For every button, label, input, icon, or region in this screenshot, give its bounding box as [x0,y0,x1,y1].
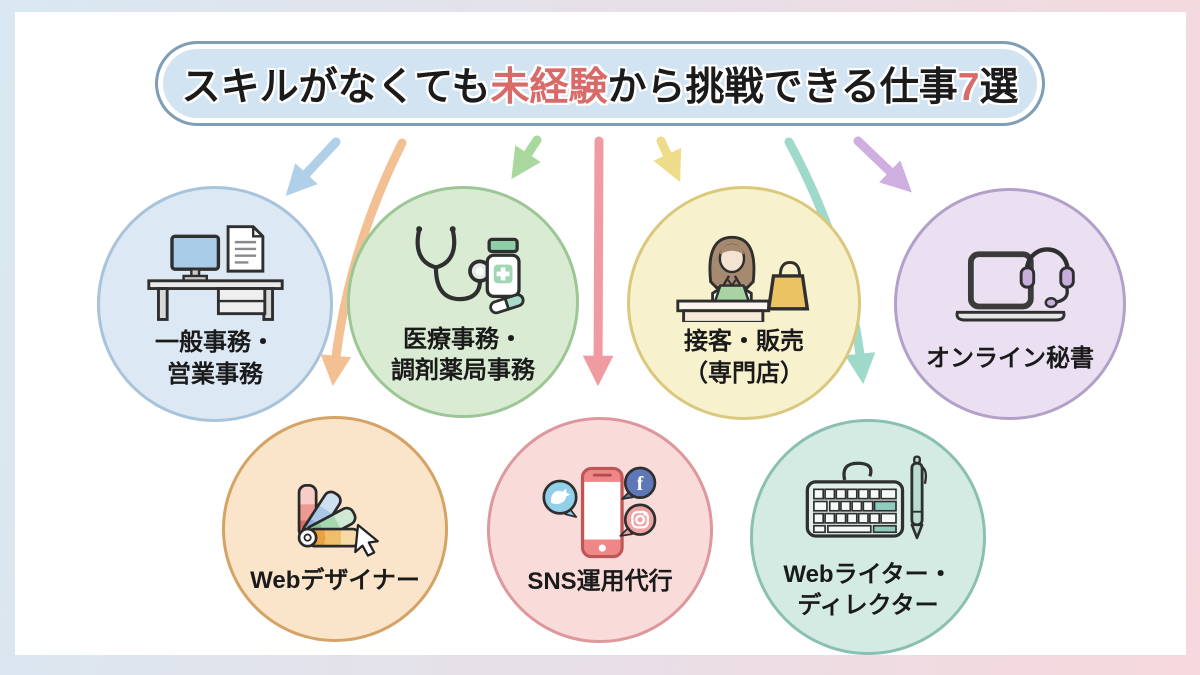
keyboard-pen-icon [805,455,928,540]
job-label-line: オンライン秘書 [926,345,1094,373]
job-circle-medical-office: 医療事務・ 調剤薬局事務 [347,186,579,418]
job-label: Webライター・ ディレクター [783,559,952,622]
job-label: Webデザイナー [250,565,420,597]
job-circle-general-office: 一般事務・ 営業事務 [97,186,333,422]
job-circle-web-writer: Webライター・ ディレクター [750,419,986,655]
facebook-letter: f [636,473,643,495]
job-label-line: （専門店） [684,360,804,388]
title-banner: スキルがなくても未経験から挑戦できる仕事7選 [155,41,1045,126]
title-part: スキルがなくても [181,65,491,109]
color-swatch-icon [297,483,379,557]
page-title: スキルがなくても未経験から挑戦できる仕事7選 [182,56,1019,112]
title-part: から挑戦できる仕事 [607,65,958,109]
job-label-line: ディレクター [797,592,939,620]
job-label: SNS運用代行 [527,566,672,598]
shop-clerk-icon [675,235,809,323]
job-label-line: Webデザイナー [250,566,420,594]
title-part: 選 [979,65,1019,109]
job-circle-sns-agency: f SNS運用代行 [487,417,713,643]
stethoscope-medicine-icon [415,226,525,315]
title-accent: 未経験 [490,65,608,109]
laptop-headset-icon [955,247,1075,322]
job-circle-sales-clerk: 接客・販売 （専門店） [627,186,861,420]
job-circle-online-secretary: オンライン秘書 [894,188,1126,420]
desk-computer-icon [146,225,284,322]
job-label-line: 一般事務・ [155,329,275,357]
job-label-line: Webライター・ [783,560,953,588]
smartphone-sns-icon: f [541,466,656,558]
job-label: 接客・販売 （専門店） [684,326,804,389]
job-circle-web-designer: Webデザイナー [222,416,448,642]
job-label-line: SNS運用代行 [527,567,673,595]
job-label: 医療事務・ 調剤薬局事務 [391,324,535,387]
job-label-line: 接客・販売 [684,328,804,356]
job-label: オンライン秘書 [926,343,1094,375]
job-label-line: 医療事務・ [403,325,523,353]
job-label: 一般事務・ 営業事務 [155,327,275,390]
job-label-line: 営業事務 [167,361,263,389]
job-label-line: 調剤薬局事務 [391,357,535,385]
title-accent: 7 [957,65,980,109]
